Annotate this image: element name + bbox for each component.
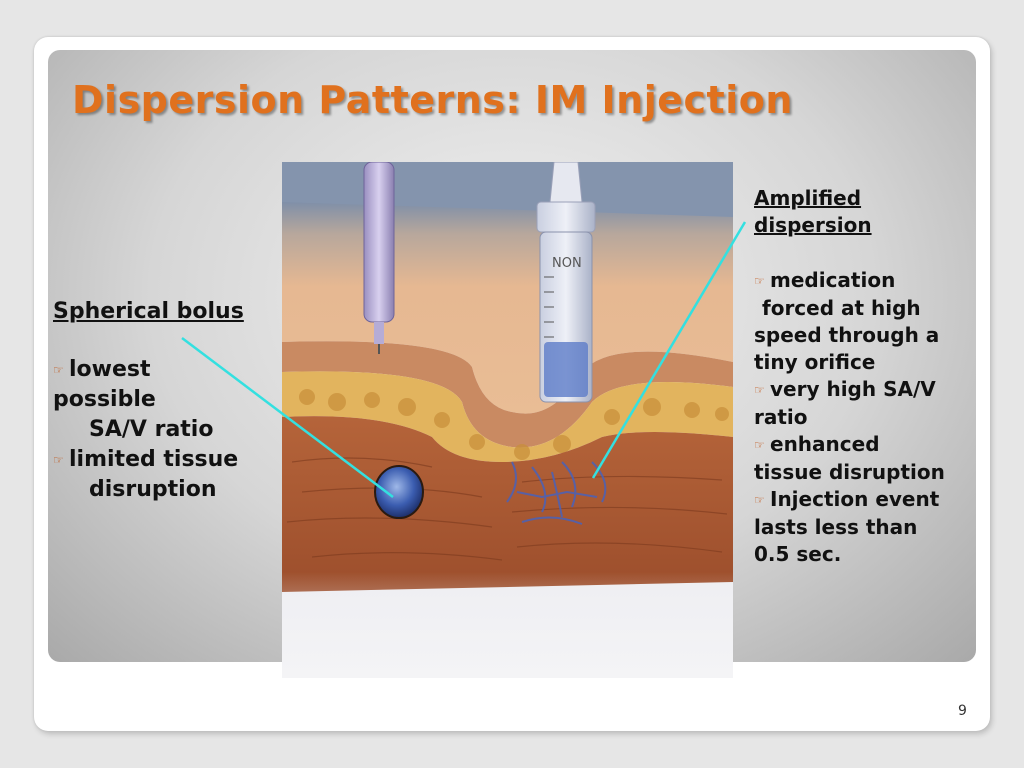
slide-title: Dispersion Patterns: IM Injection <box>72 78 793 122</box>
bullet-item: ☞enhanced <box>754 431 979 459</box>
amplified-dispersion-block: Amplified dispersion ☞medication forced … <box>754 185 979 568</box>
bullet-text: lasts less than <box>754 515 918 539</box>
bullet-text: speed through a <box>754 323 940 347</box>
pointing-hand-icon: ☞ <box>754 274 765 288</box>
amplified-dispersion-heading: Amplified <box>754 186 862 210</box>
pointing-hand-icon: ☞ <box>53 363 64 377</box>
pointing-hand-icon: ☞ <box>754 438 765 452</box>
bullet-text: possible <box>53 387 156 412</box>
bullet-text: SA/V ratio <box>89 417 214 442</box>
amplified-dispersion-heading: dispersion <box>754 213 872 237</box>
injection-illustration: NON <box>282 162 733 678</box>
bullet-item: ☞very high SA/V <box>754 376 979 404</box>
spherical-bolus-heading: Spherical bolus <box>53 299 244 324</box>
pointing-hand-icon: ☞ <box>53 453 64 467</box>
bullet-text: 0.5 sec. <box>754 542 842 566</box>
page-number: 9 <box>958 703 967 719</box>
bullet-text: ratio <box>754 405 808 429</box>
syringe-label: NON <box>552 256 582 271</box>
spherical-bolus-block: Spherical bolus ☞lowest possible SA/V ra… <box>53 297 283 505</box>
bullet-item: ☞lowest <box>53 355 283 385</box>
pointing-hand-icon: ☞ <box>754 383 765 397</box>
bullet-text: disruption <box>89 477 217 502</box>
bullet-item: ☞limited tissue <box>53 445 283 475</box>
bullet-item: ☞medication <box>754 267 979 295</box>
bullet-text: forced at high <box>762 296 921 320</box>
bullet-item: ☞Injection event <box>754 486 979 514</box>
pointing-hand-icon: ☞ <box>754 493 765 507</box>
bullet-text: tiny orifice <box>754 350 876 374</box>
bullet-text: tissue disruption <box>754 460 945 484</box>
